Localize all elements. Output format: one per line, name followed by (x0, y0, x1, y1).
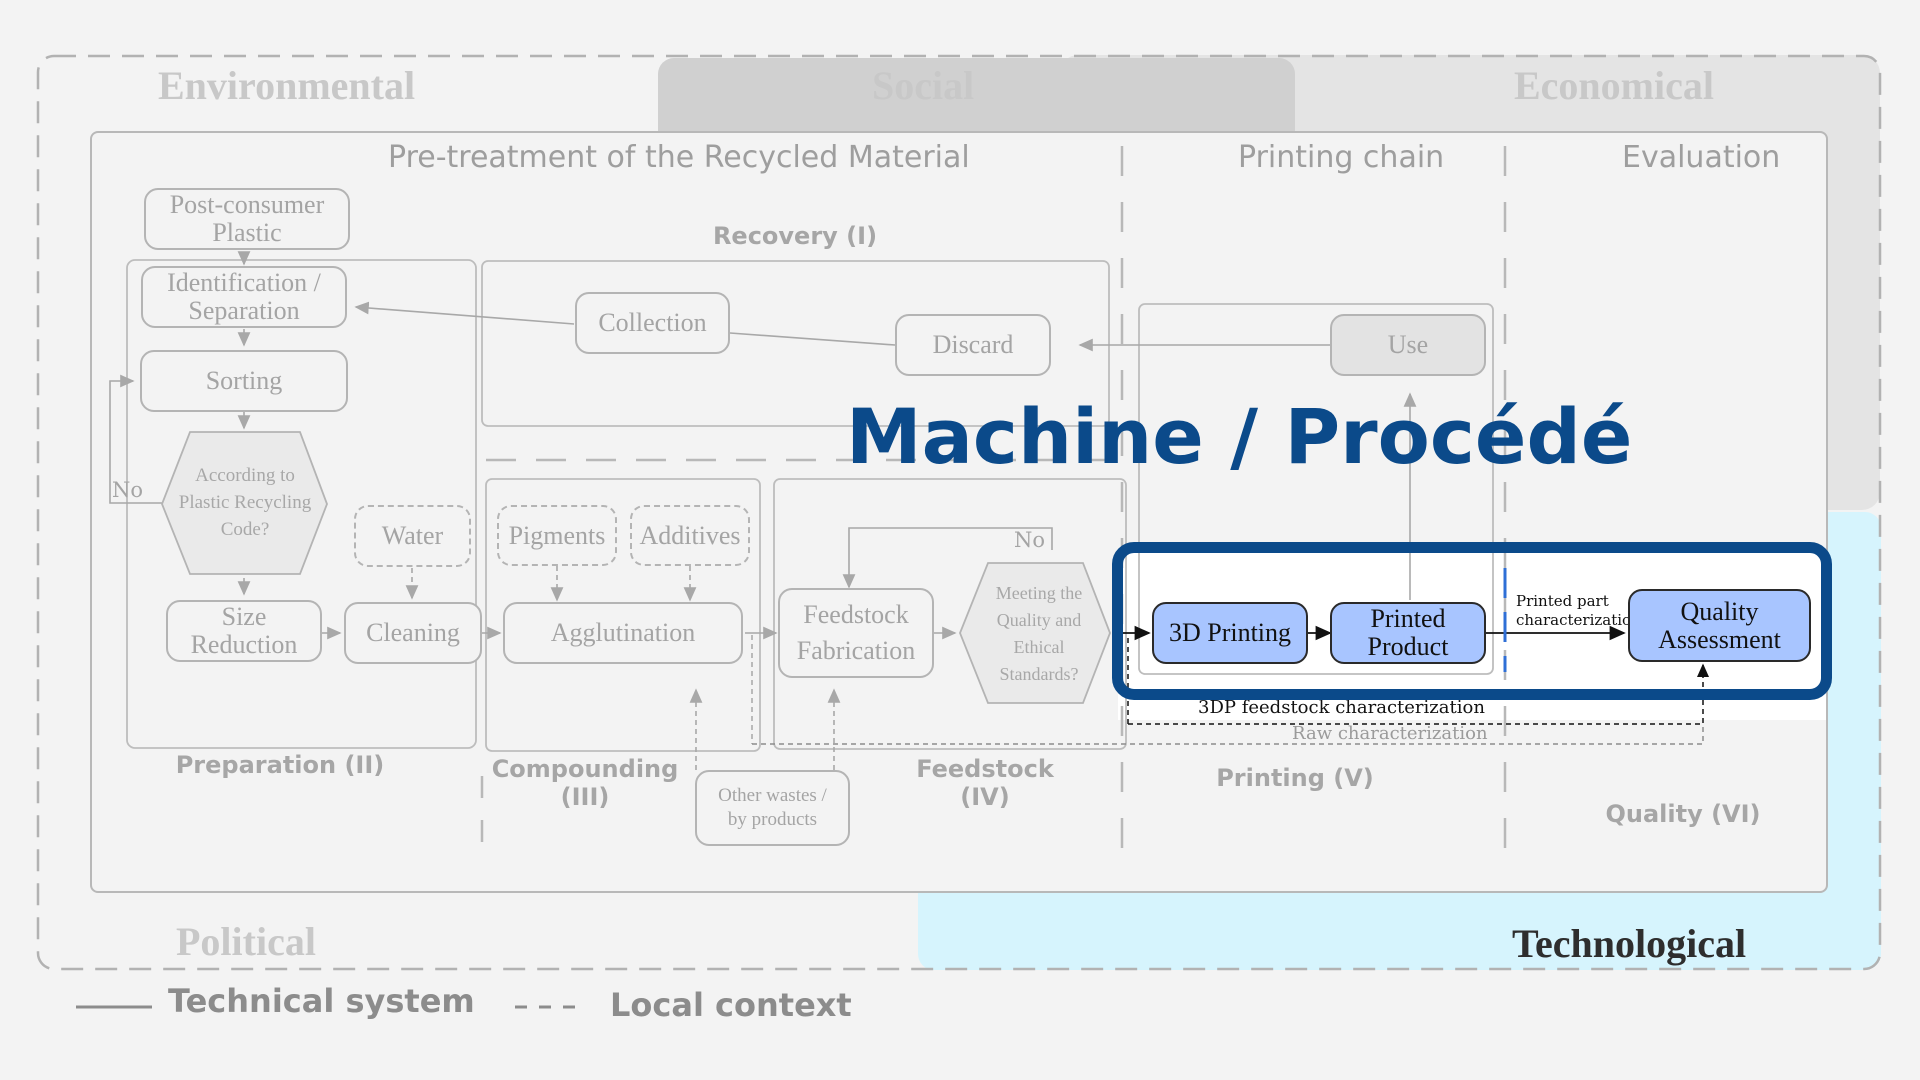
stage-feedstock: Feedstock(IV) (916, 755, 1054, 811)
printing-chain-title: Printing chain (1238, 140, 1445, 175)
node-agglutination: Agglutination (503, 602, 743, 664)
stage-recovery: Recovery (I) (712, 222, 878, 250)
legend-local-context: Local context (610, 986, 852, 1024)
machine-process-highlight (1112, 542, 1832, 700)
stage-compounding: Compounding(III) (491, 755, 679, 811)
legend-technical-system: Technical system (168, 982, 475, 1020)
label-no-top: No (1014, 528, 1046, 552)
environmental-title: Environmental (158, 63, 416, 108)
pretreatment-title: Pre-treatment of the Recycled Material (388, 140, 970, 175)
label-feedstock-characterization: 3DP feedstock characterization (1198, 697, 1485, 718)
node-water: Water (354, 505, 471, 567)
node-cleaning: Cleaning (344, 602, 482, 664)
node-identification-separation: Identification /Separation (141, 266, 347, 328)
node-discard: Discard (895, 314, 1051, 376)
technological-title: Technological (1512, 921, 1747, 966)
evaluation-title: Evaluation (1622, 140, 1781, 175)
technical-system-frame (90, 131, 1828, 893)
stage-preparation: Preparation (II) (175, 751, 385, 779)
node-other-wastes: Other wastes /by products (695, 770, 850, 846)
node-use: Use (1330, 314, 1486, 376)
node-pigments: Pigments (497, 505, 617, 566)
node-additives: Additives (630, 505, 750, 566)
stage-printing: Printing (V) (1216, 764, 1374, 792)
social-title: Social (872, 63, 975, 108)
machine-procede-title: Machine / Procédé (846, 392, 1633, 481)
label-no-left: No (112, 478, 144, 502)
node-sorting: Sorting (140, 350, 348, 412)
political-title: Political (176, 919, 316, 964)
node-collection: Collection (575, 292, 730, 354)
economical-title: Economical (1514, 63, 1714, 108)
social-region (658, 58, 1295, 138)
stage-quality: Quality (VI) (1605, 800, 1761, 828)
label-raw-characterization: Raw characterization (1292, 723, 1488, 744)
node-3d-printing: 3D Printing (1152, 602, 1308, 664)
